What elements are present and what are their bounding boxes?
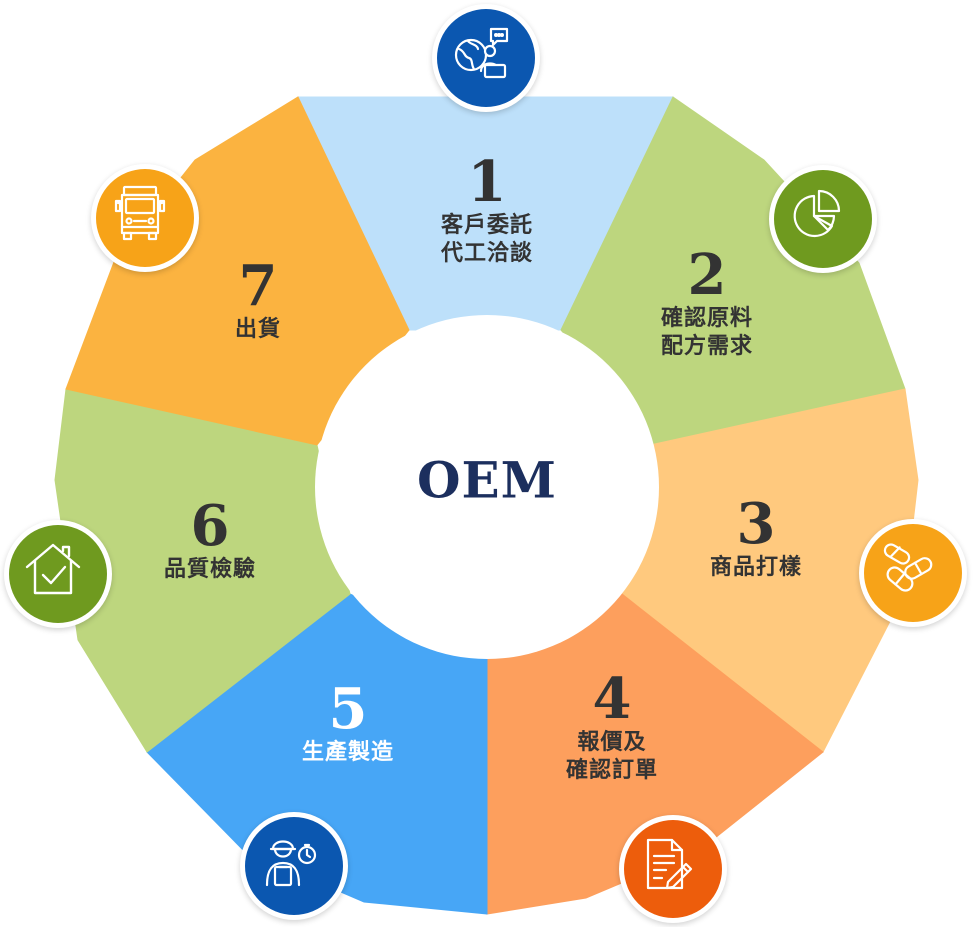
step-number: 7 <box>238 253 278 319</box>
step-4-badge <box>619 815 727 923</box>
step-text-line: 代工洽談 <box>440 241 534 266</box>
house-check-icon <box>25 543 81 595</box>
step-number: 5 <box>328 676 368 742</box>
step-number: 6 <box>190 493 230 559</box>
step-text-line: 品質檢驗 <box>163 557 257 582</box>
step-5-label: 5 生產製造 <box>302 679 394 767</box>
step-4-label: 4 報價及 確認訂單 <box>566 669 658 785</box>
step-5-badge <box>240 812 348 920</box>
step-text-line: 報價及 <box>577 730 647 755</box>
step-number: 4 <box>592 666 632 732</box>
globe-person-chat-icon <box>454 27 509 79</box>
step-text-line: 配方需求 <box>660 334 754 359</box>
step-6-label: 6 品質檢驗 <box>164 496 256 584</box>
step-text-line: 出貨 <box>234 317 282 342</box>
step-text-line: 商品打樣 <box>709 555 803 580</box>
step-2-badge <box>769 165 877 273</box>
step-number: 2 <box>687 242 727 308</box>
center-title: OEM <box>416 450 558 510</box>
step-3-badge <box>859 519 967 627</box>
step-text-line: 客戶委託 <box>440 213 534 238</box>
step-1-badge <box>432 4 540 112</box>
step-7-badge <box>91 164 199 272</box>
step-2-label: 2 確認原料 配方需求 <box>661 245 753 361</box>
step-7-label: 7 出貨 <box>235 256 281 344</box>
step-3-label: 3 商品打樣 <box>710 494 802 582</box>
step-1-label: 1 客戶委託 代工洽談 <box>441 152 533 268</box>
document-pen-icon <box>646 838 693 890</box>
step-text-line: 確認原料 <box>660 306 754 331</box>
step-text-line: 確認訂單 <box>565 758 659 783</box>
pie-chart-icon <box>793 189 841 238</box>
step-number: 3 <box>736 491 776 557</box>
step-text-line: 生產製造 <box>301 740 395 765</box>
step-6-badge <box>4 520 112 628</box>
capsules-icon <box>883 543 933 592</box>
center-circle <box>315 315 659 659</box>
truck-icon <box>114 185 166 241</box>
worker-clipboard-icon <box>265 840 317 887</box>
step-number: 1 <box>467 149 507 215</box>
